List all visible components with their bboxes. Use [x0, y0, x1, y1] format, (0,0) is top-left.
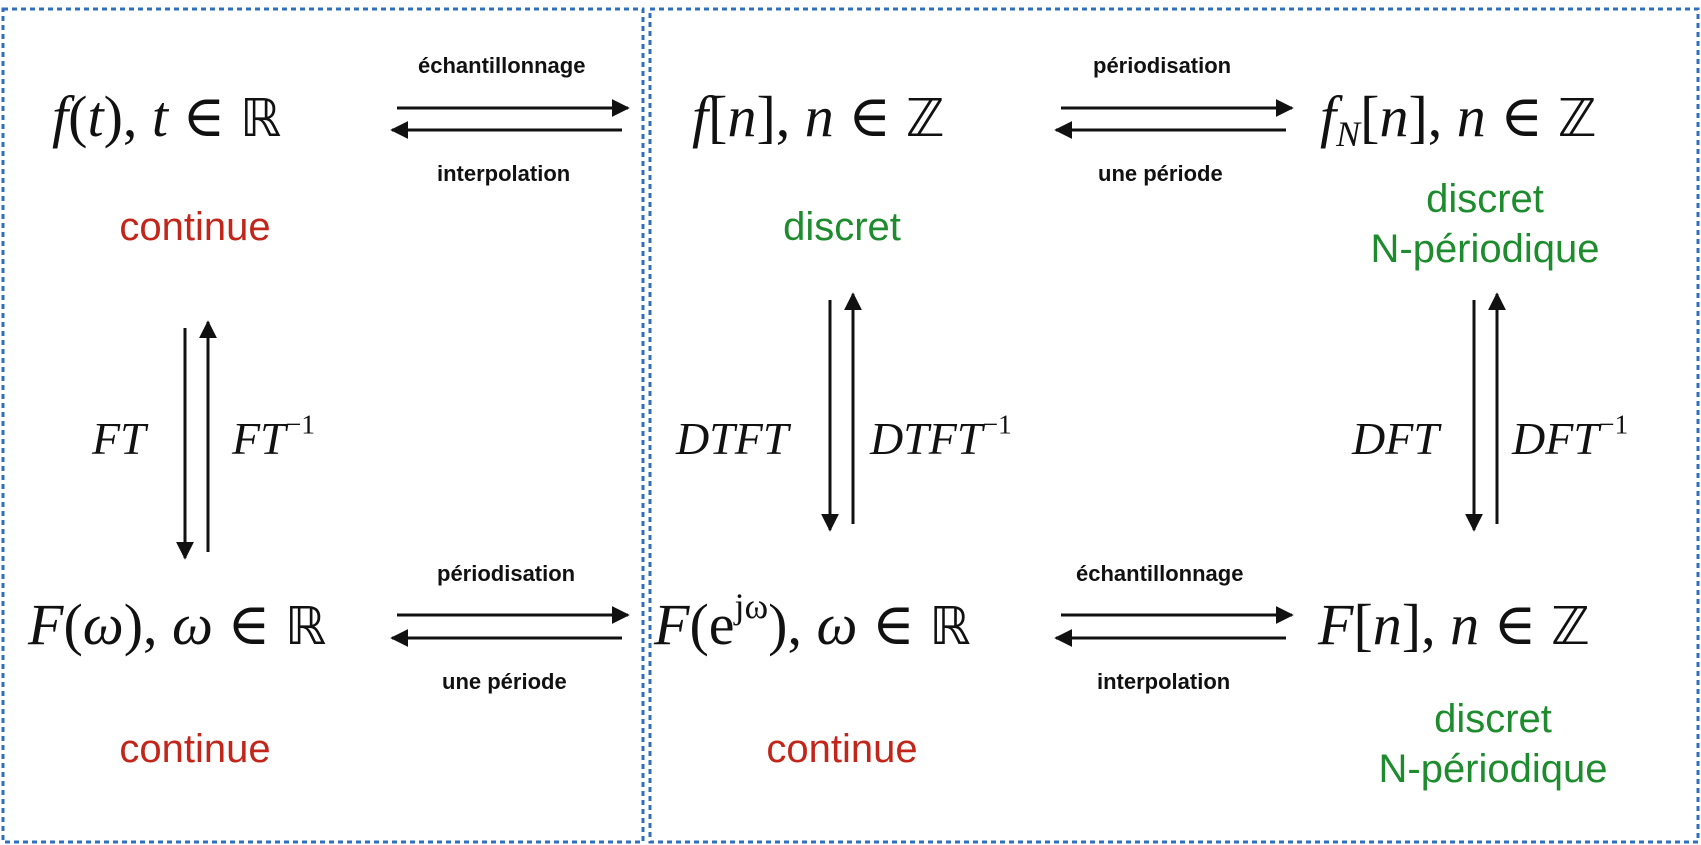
property-ft: continue [119, 205, 271, 249]
label-interpolation-top: interpolation [437, 161, 571, 186]
label-periodization-bottom: périodisation [437, 561, 576, 586]
discrete-frame [648, 7, 1700, 844]
property-fNn: discret N-périodique [1370, 177, 1600, 271]
label-dft: DFT [1352, 413, 1439, 464]
node-F-ejw: F(ejω), ω ∈ ℝ [654, 586, 971, 657]
label-dft-inverse: DFT−1 [1512, 408, 1629, 464]
label-sampling-bottom: échantillonnage [1076, 561, 1244, 586]
label-ft-inverse: FT−1 [232, 408, 316, 464]
label-one-period-bottom: une période [442, 669, 567, 694]
node-F-omega: F(ω), ω ∈ ℝ [28, 592, 327, 657]
node-f-n: f[n], n ∈ ℤ [692, 84, 945, 149]
label-dtft: DTFT [676, 413, 789, 464]
label-one-period-top: une période [1098, 161, 1223, 186]
label-dtft-inverse: DTFT−1 [870, 408, 1012, 464]
label-ft: FT [92, 413, 146, 464]
label-sampling-top: échantillonnage [418, 53, 586, 78]
property-fn: discret [783, 205, 901, 249]
node-f-N-n: fN[n], n ∈ ℤ [1320, 84, 1597, 155]
property-Fejw: continue [766, 727, 918, 771]
node-f-t: f(t), t ∈ ℝ [52, 84, 282, 149]
continuous-frame [1, 7, 645, 844]
node-F-n: F[n], n ∈ ℤ [1318, 592, 1590, 657]
property-Fn: discret N-périodique [1378, 697, 1608, 791]
label-interpolation-bottom: interpolation [1097, 669, 1231, 694]
label-periodization-top: périodisation [1093, 53, 1232, 78]
property-Fw: continue [119, 727, 271, 771]
